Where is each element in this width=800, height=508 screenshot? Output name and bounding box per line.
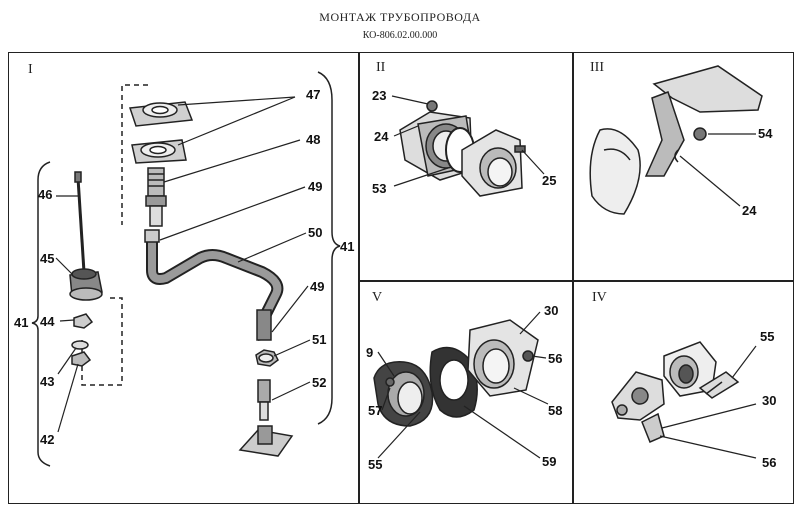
callout-46: 46 <box>38 187 53 202</box>
callout-55-v: 55 <box>368 457 383 472</box>
panel-i-number: I <box>28 62 33 77</box>
callout-50: 50 <box>308 225 323 240</box>
callout-41-left: 41 <box>14 315 29 330</box>
panel-iii <box>572 52 794 282</box>
callout-9: 9 <box>366 345 374 360</box>
callout-43: 43 <box>40 374 55 389</box>
panel-ii <box>358 52 574 282</box>
callout-47: 47 <box>306 87 321 102</box>
callout-54: 54 <box>758 126 773 141</box>
panel-ii-number: II <box>376 60 386 75</box>
callout-56-v: 56 <box>548 351 563 366</box>
callout-51: 51 <box>312 332 327 347</box>
callout-56-iv: 56 <box>762 455 777 470</box>
panel-iv <box>572 280 794 504</box>
callout-42: 42 <box>40 432 55 447</box>
callout-59: 59 <box>542 454 557 469</box>
panel-iii-number: III <box>590 60 604 75</box>
drawing-code: КО-806.02.00.000 <box>362 30 438 41</box>
callout-24-iii: 24 <box>742 203 757 218</box>
panel-i <box>8 52 360 504</box>
callout-30-iv: 30 <box>762 393 777 408</box>
callout-52: 52 <box>312 375 327 390</box>
panel-v-number: V <box>372 290 383 305</box>
callout-57: 57 <box>368 403 383 418</box>
callout-58: 58 <box>548 403 563 418</box>
panel-iv-assembly <box>611 341 757 459</box>
callout-25: 25 <box>542 173 557 188</box>
panel-v-assembly <box>373 311 549 459</box>
panel-i-assembly <box>31 71 341 467</box>
callout-48: 48 <box>306 132 321 147</box>
panel-v <box>358 280 574 504</box>
callout-44: 44 <box>40 314 55 329</box>
callout-24: 24 <box>374 129 389 144</box>
callout-30-v: 30 <box>544 303 559 318</box>
drawing-title: МОНТАЖ ТРУБОПРОВОДА <box>319 10 481 24</box>
panel-iv-number: IV <box>592 290 607 305</box>
panel-ii-assembly <box>391 95 545 197</box>
panel-iii-assembly <box>589 65 763 215</box>
callout-23: 23 <box>372 88 387 103</box>
callout-45: 45 <box>40 251 55 266</box>
callout-49-top: 49 <box>308 179 323 194</box>
callout-41-right: 41 <box>340 239 355 254</box>
callout-53: 53 <box>372 181 387 196</box>
callout-49-bottom: 49 <box>310 279 325 294</box>
callout-55-iv: 55 <box>760 329 775 344</box>
